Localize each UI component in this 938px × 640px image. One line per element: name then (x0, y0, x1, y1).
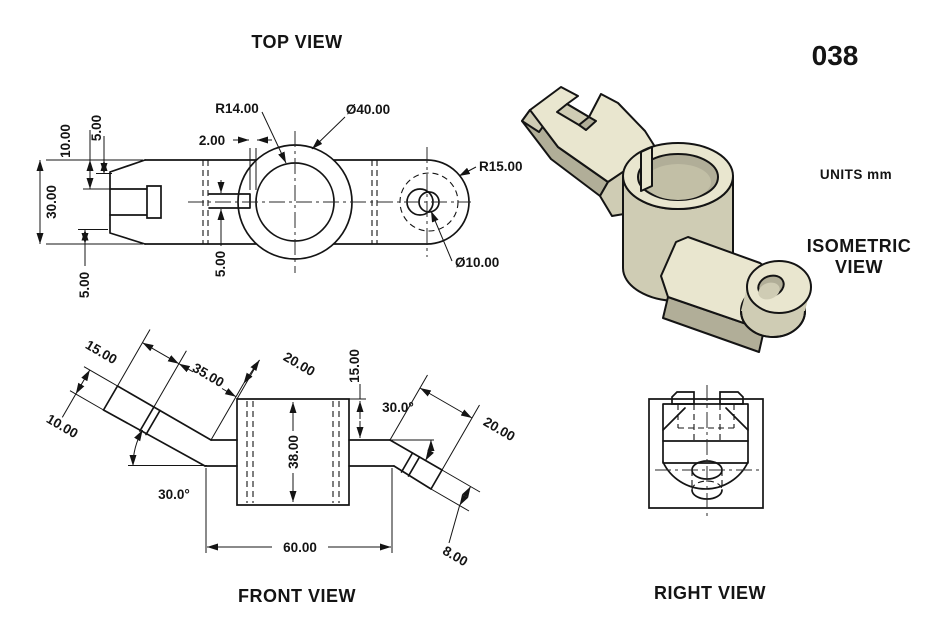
top-view-title: TOP VIEW (251, 32, 342, 52)
dim-front-offset-left: 20.00 (281, 349, 318, 379)
dim-front-angle-left: 30.0° (158, 487, 190, 502)
top-view-part-outline (109, 131, 471, 273)
top-view-dimensions: 30.00 10.00 5.00 5.00 5.00 2.00 R14.00 Ø… (36, 101, 523, 298)
centerlines (188, 131, 471, 273)
dim-front-fork-length: 15.00 (83, 337, 120, 367)
isometric-view: 038 UNITS mm ISOMETRIC VIEW (521, 40, 912, 353)
dim-top-hole-diameter: Ø10.00 (455, 255, 499, 270)
dim-top-chamfer: 5.00 (89, 115, 104, 141)
right-view: RIGHT VIEW (648, 385, 766, 603)
sheet-number: 038 (812, 40, 859, 71)
isometric-part (521, 86, 812, 353)
dim-top-end-radius: R15.00 (479, 159, 523, 174)
dim-top-keyway-height: 5.00 (213, 251, 228, 277)
dim-front-angle-right: 30.0° (382, 400, 414, 415)
dim-top-prong-width: 10.00 (58, 124, 73, 158)
dim-top-bore-radius: R14.00 (215, 101, 259, 116)
dim-front-body-height: 38.00 (286, 435, 301, 469)
dim-front-arm-length: 35.00 (190, 360, 227, 390)
units-label: UNITS mm (820, 167, 892, 182)
dim-front-arm-width: 10.00 (44, 411, 81, 441)
front-view-title: FRONT VIEW (238, 586, 356, 606)
dim-front-lug-length: 20.00 (481, 414, 518, 444)
dim-front-lug-thickness: 8.00 (440, 543, 470, 569)
right-view-title: RIGHT VIEW (654, 583, 766, 603)
isometric-view-title-line2: VIEW (835, 257, 883, 277)
isometric-view-title-line1: ISOMETRIC (807, 236, 912, 256)
dim-front-drop-right: 15.00 (347, 349, 362, 383)
front-view-dimensions: 38.00 15.00 30.0° 20.00 8.00 60.00 (44, 329, 518, 569)
top-view: TOP VIEW 30.00 10.00 (36, 32, 523, 298)
front-view-part-outline (102, 385, 443, 506)
dim-top-total-height: 30.00 (44, 185, 59, 219)
dim-top-chamfer-bottom: 5.00 (77, 272, 92, 298)
dim-top-boss-diameter: Ø40.00 (346, 102, 390, 117)
dim-top-keyway-depth: 2.00 (199, 133, 225, 148)
front-view: FRONT VIEW 38.00 15.00 30.0° (44, 329, 518, 606)
dim-front-span: 60.00 (283, 540, 317, 555)
right-view-part-outline (648, 385, 764, 518)
